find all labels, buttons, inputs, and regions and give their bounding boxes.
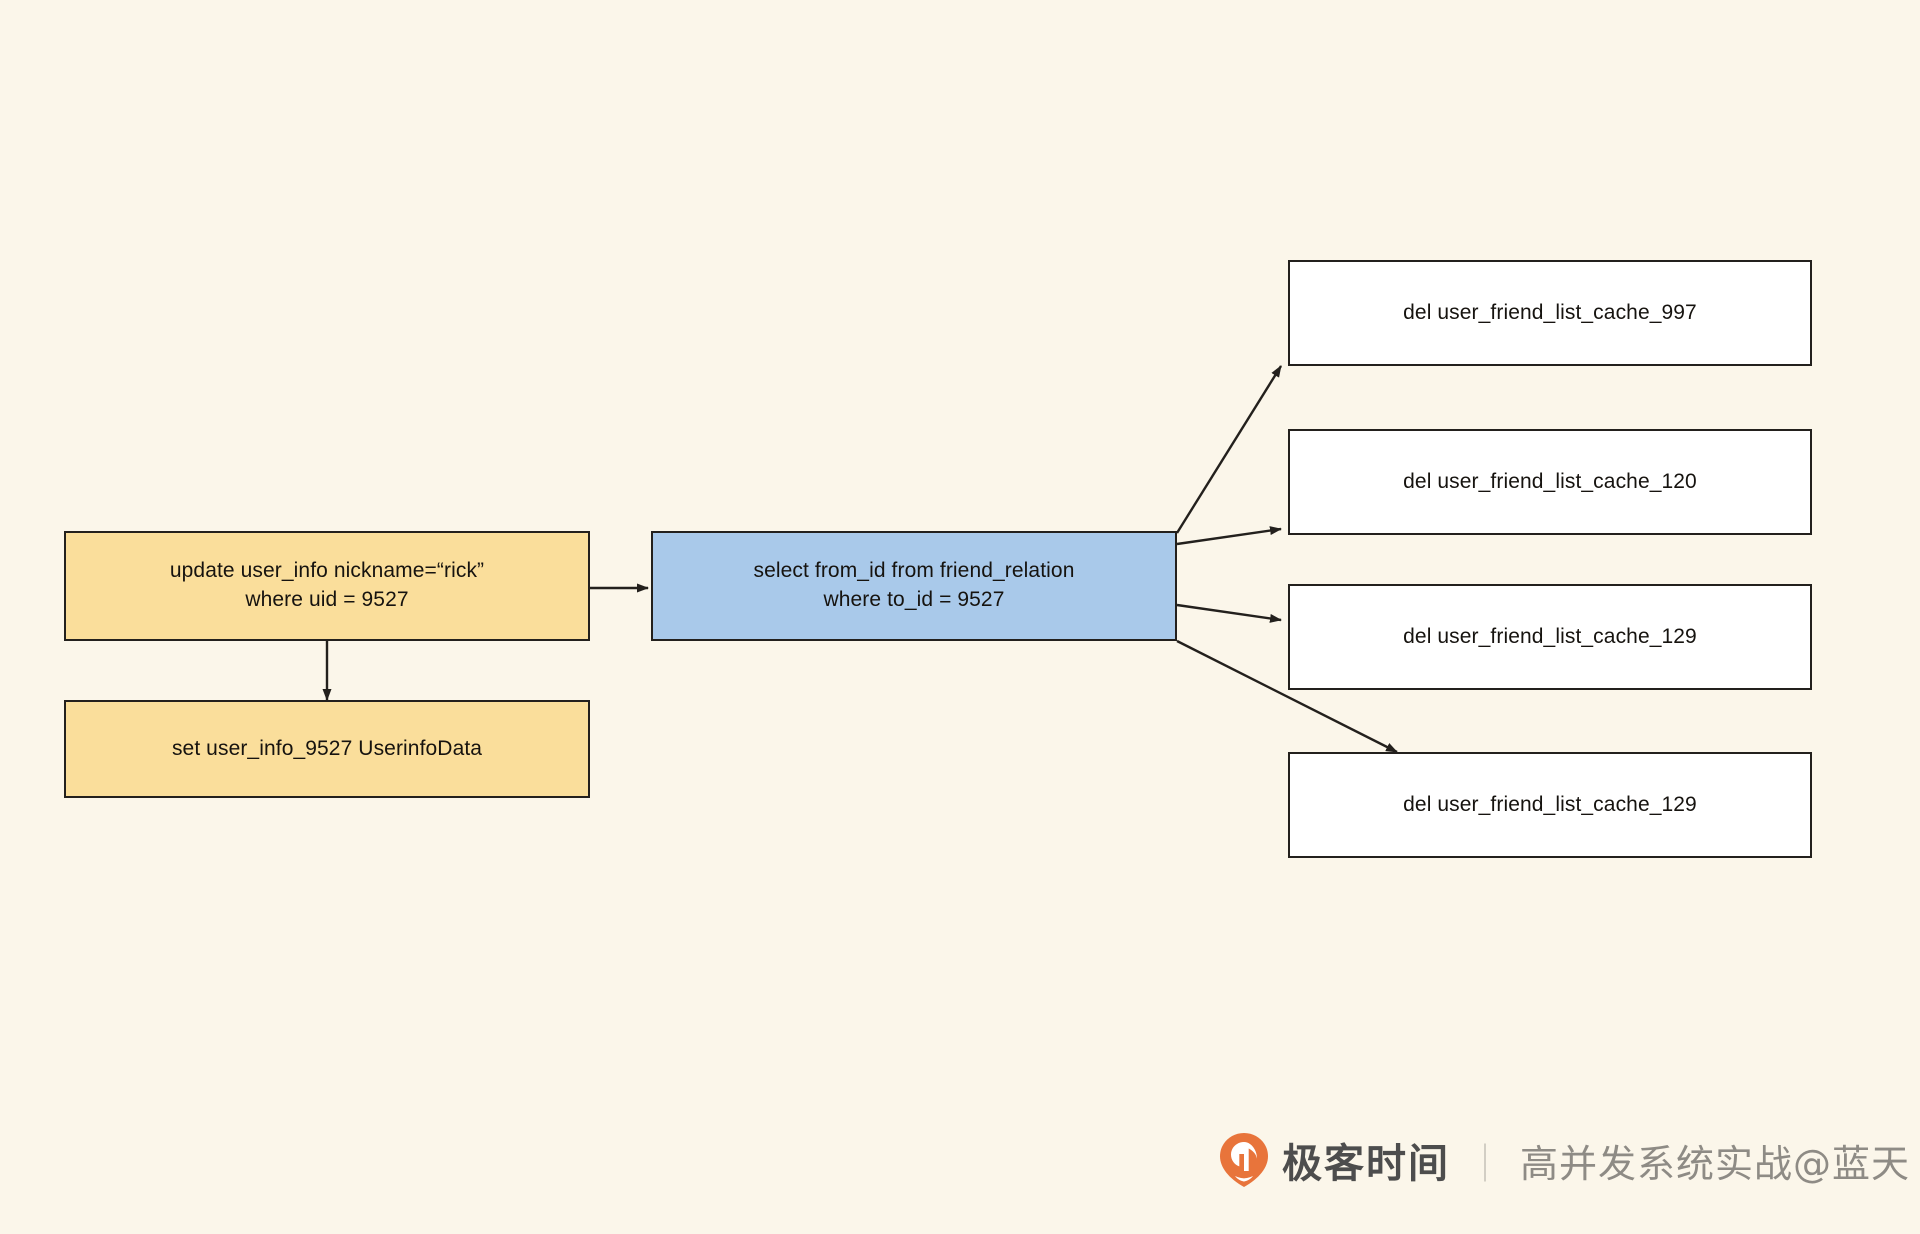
watermark: 极客时间 ｜ 高并发系统实战@蓝天 xyxy=(1218,1128,1910,1192)
edge-select-to-del129a xyxy=(1176,603,1282,623)
edge-select-to-del997 xyxy=(1175,365,1283,534)
node-del-cache-129-a[interactable]: del user_friend_list_cache_129 xyxy=(1288,584,1812,690)
node-set-cache[interactable]: set user_info_9527 UserinfoData xyxy=(64,700,590,798)
node-update-sql[interactable]: update user_info nickname=“rick” where u… xyxy=(64,531,590,641)
geekbang-logo-icon xyxy=(1220,1133,1268,1187)
node-del-cache-129-b[interactable]: del user_friend_list_cache_129 xyxy=(1288,752,1812,858)
edge-select-to-del120 xyxy=(1176,526,1282,546)
watermark-brand: 极客时间 xyxy=(1282,1141,1450,1187)
watermark-tagline: 高并发系统实战@蓝天 xyxy=(1520,1141,1911,1186)
watermark-separator: ｜ xyxy=(1466,1141,1505,1186)
node-del-cache-997[interactable]: del user_friend_list_cache_997 xyxy=(1288,260,1812,366)
node-select-sql[interactable]: select from_id from friend_relation wher… xyxy=(651,531,1177,641)
node-del-cache-120[interactable]: del user_friend_list_cache_120 xyxy=(1288,429,1812,535)
